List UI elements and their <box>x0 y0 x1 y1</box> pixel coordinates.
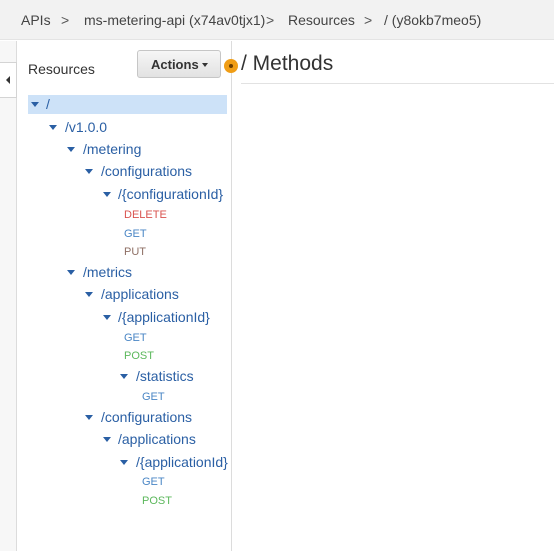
tree-node-label: /metering <box>83 141 142 157</box>
actions-button-label: Actions <box>151 57 199 72</box>
expand-triangle-icon[interactable] <box>31 102 39 107</box>
method-get[interactable]: GET <box>124 228 147 240</box>
panel-resize-handle[interactable] <box>224 59 238 73</box>
expand-triangle-icon[interactable] <box>120 374 128 379</box>
tree-node-label: /v1.0.0 <box>65 119 108 135</box>
actions-button[interactable]: Actions <box>137 50 221 78</box>
tree-node-label: /applications <box>118 431 196 447</box>
caret-down-icon <box>202 63 208 67</box>
tree-node-label: /{configurationId} <box>118 186 224 202</box>
expand-triangle-icon[interactable] <box>103 192 111 197</box>
breadcrumb-resources[interactable]: Resources <box>288 12 355 28</box>
breadcrumb-separator: > <box>61 12 70 28</box>
tree-node-label: /statistics <box>136 368 194 384</box>
methods-heading: / Methods <box>241 52 334 75</box>
resources-panel: Resources Actions <box>0 41 231 551</box>
method-get[interactable]: GET <box>124 332 147 344</box>
method-get[interactable]: GET <box>142 476 165 488</box>
breadcrumb-current-resource: / (y8okb7meo5) <box>384 12 482 28</box>
expand-triangle-icon[interactable] <box>85 292 93 297</box>
breadcrumb-separator: > <box>266 12 275 28</box>
tree-node-label: /applications <box>101 286 179 302</box>
method-put[interactable]: PUT <box>124 246 146 258</box>
tree-node-label: / <box>46 96 50 112</box>
collapse-panel-button[interactable] <box>0 62 17 98</box>
panel-title: Resources <box>28 61 95 77</box>
tree-node-label: /{applicationId} <box>118 309 210 325</box>
expand-triangle-icon[interactable] <box>103 315 111 320</box>
method-get[interactable]: GET <box>142 391 165 403</box>
expand-triangle-icon[interactable] <box>85 415 93 420</box>
tree-node-label: /configurations <box>101 409 193 425</box>
expand-triangle-icon[interactable] <box>120 460 128 465</box>
tree-node-label: /metrics <box>83 264 132 280</box>
expand-triangle-icon[interactable] <box>103 437 111 442</box>
method-post[interactable]: POST <box>142 495 172 507</box>
tree-node-label: /{applicationId} <box>136 454 228 470</box>
method-delete[interactable]: DELETE <box>124 209 167 221</box>
breadcrumb-separator: > <box>364 12 373 28</box>
panel-collapse-strip <box>0 41 17 551</box>
heading-divider <box>241 83 554 84</box>
method-post[interactable]: POST <box>124 350 154 362</box>
expand-triangle-icon[interactable] <box>67 147 75 152</box>
breadcrumb-apis[interactable]: APIs <box>21 12 51 28</box>
expand-triangle-icon[interactable] <box>85 169 93 174</box>
expand-triangle-icon[interactable] <box>49 125 57 130</box>
tree-node-root[interactable]: / <box>28 95 227 114</box>
expand-triangle-icon[interactable] <box>67 270 75 275</box>
panel-divider <box>231 41 232 551</box>
breadcrumb: APIs > ms-metering-api (x74av0tjx1) > Re… <box>0 0 554 40</box>
chevron-left-icon <box>6 76 10 84</box>
breadcrumb-api-name[interactable]: ms-metering-api (x74av0tjx1) <box>84 12 266 28</box>
tree-node-label: /configurations <box>101 163 193 179</box>
